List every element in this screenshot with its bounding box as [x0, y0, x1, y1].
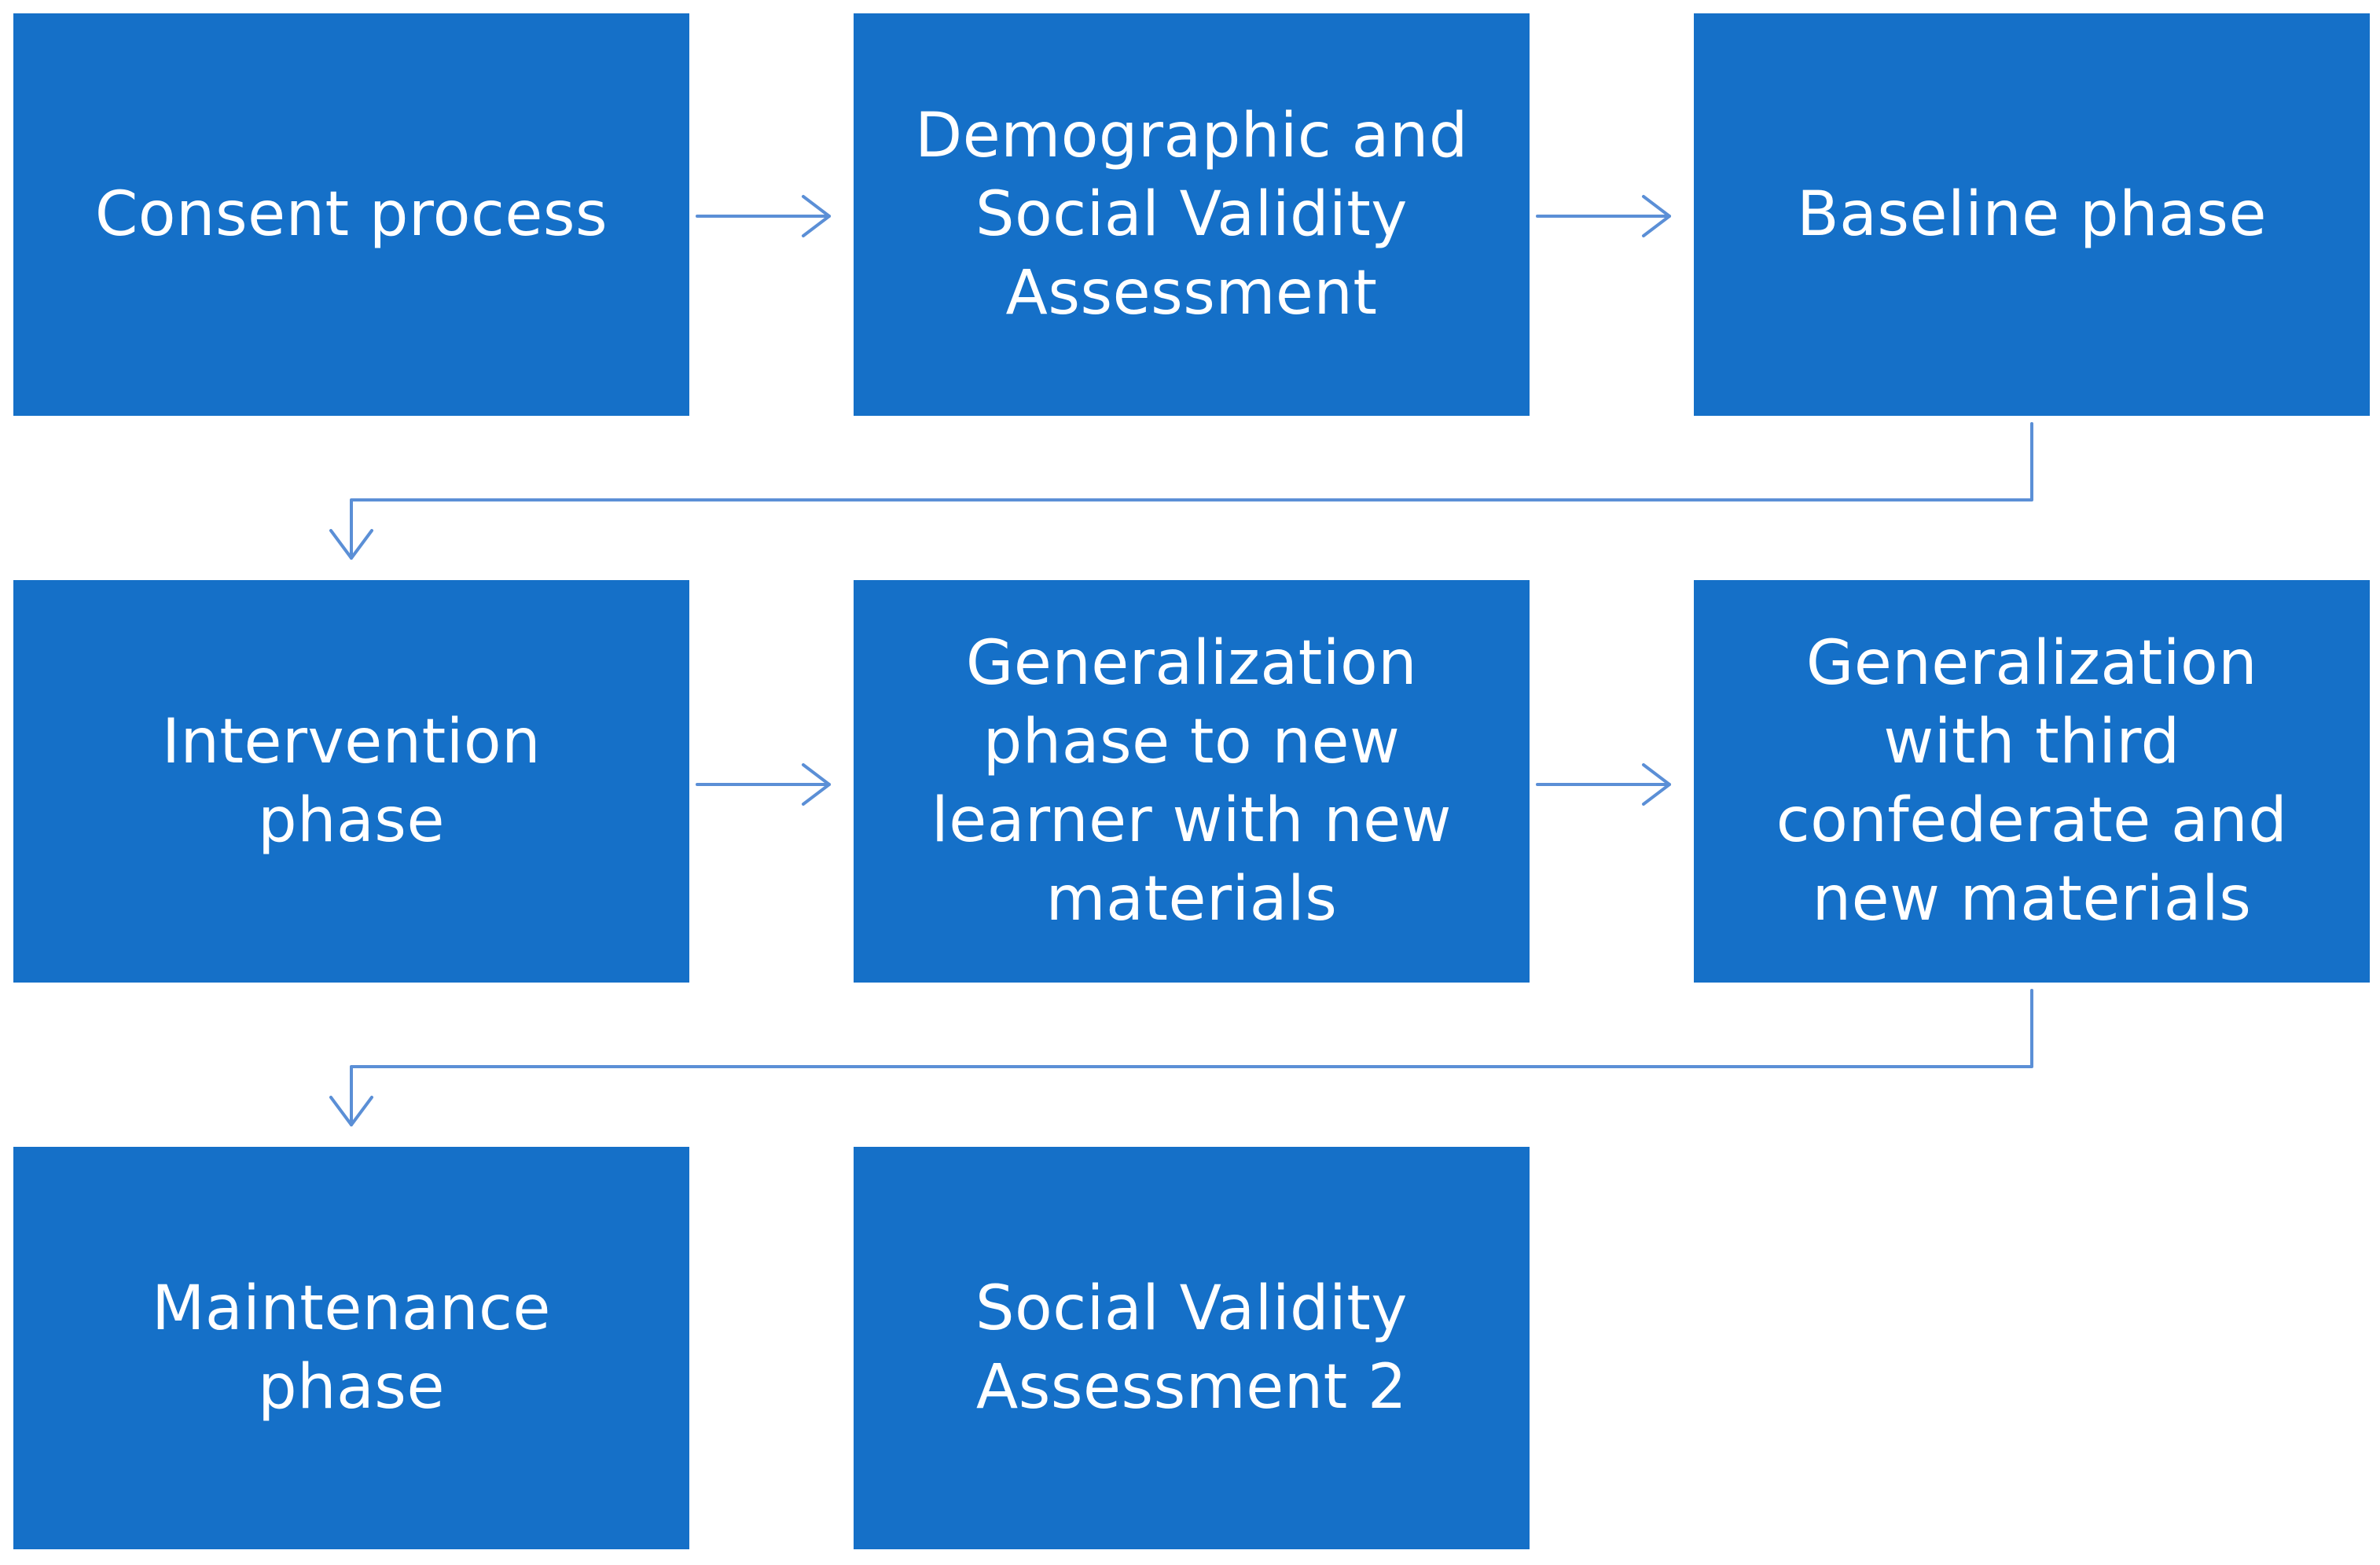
arrow-intervention-to-generalization [696, 763, 831, 806]
arrow-demographic-to-baseline [1536, 195, 1671, 237]
arrow-third-confederate-to-maintenance [329, 989, 2033, 1126]
step-label: Baseline phase [1797, 179, 2267, 250]
step-label: Consent process [94, 179, 608, 250]
arrow-generalization-to-third-confederate [1536, 763, 1671, 806]
step-intervention-phase: Intervention phase [13, 580, 689, 983]
step-baseline-phase: Baseline phase [1694, 13, 2370, 416]
arrow-consent-to-demographic [696, 195, 831, 237]
step-demographic-social-validity: Demographic and Social Validity Assessme… [854, 13, 1530, 416]
step-label: Social Validity Assessment 2 [975, 1273, 1408, 1423]
step-label: Generalization phase to new learner with… [931, 628, 1452, 935]
step-label: Demographic and Social Validity Assessme… [915, 101, 1468, 329]
step-generalization-third-confederate: Generalization with third confederate an… [1694, 580, 2370, 983]
step-maintenance-phase: Maintenance phase [13, 1147, 689, 1549]
step-label: Maintenance phase [152, 1273, 551, 1423]
step-label: Generalization with third confederate an… [1776, 628, 2288, 935]
step-generalization-new-learner: Generalization phase to new learner with… [854, 580, 1530, 983]
step-label: Intervention phase [161, 707, 542, 856]
step-consent-process: Consent process [13, 13, 689, 416]
arrow-baseline-to-intervention [329, 422, 2033, 560]
step-social-validity-assessment-2: Social Validity Assessment 2 [854, 1147, 1530, 1549]
